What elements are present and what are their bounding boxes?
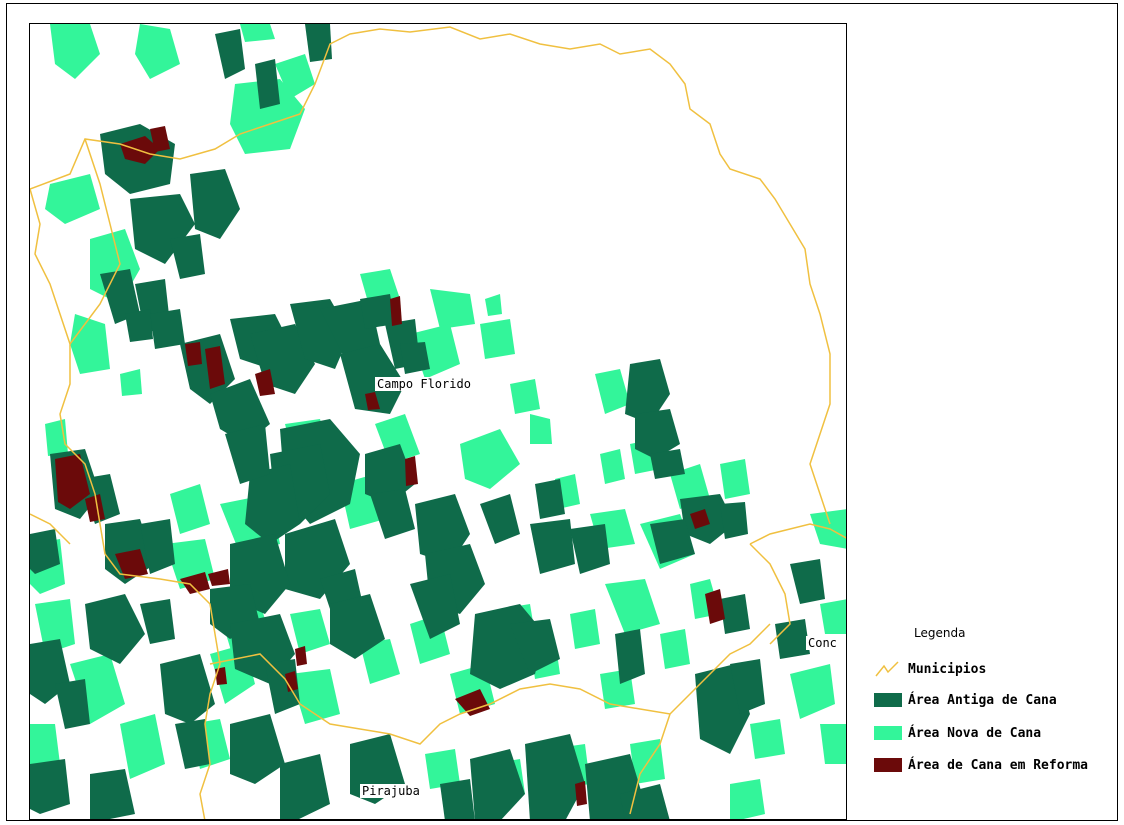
- legend-item-area-reforma: Área de Cana em Reforma: [874, 756, 1088, 774]
- legend-item-municipios: Municipios: [874, 660, 986, 678]
- old-cane-swatch: [874, 693, 902, 707]
- reform-cane-swatch: [874, 758, 902, 772]
- legend-item-area-nova: Área Nova de Cana: [874, 724, 1041, 742]
- map-canvas[interactable]: Campo Florido Pirajuba Conc: [29, 23, 847, 820]
- legend-item-area-antiga: Área Antiga de Cana: [874, 691, 1057, 709]
- place-label-campo-florido: Campo Florido: [375, 377, 473, 391]
- new-cane-swatch: [874, 726, 902, 740]
- legend-title: Legenda: [914, 626, 966, 640]
- map-svg: [30, 24, 846, 819]
- place-label-pirajuba: Pirajuba: [360, 784, 422, 798]
- legend-label: Área Nova de Cana: [908, 725, 1042, 741]
- legend-label: Área Antiga de Cana: [908, 692, 1057, 708]
- legend-label: Municipios: [908, 661, 987, 677]
- municipal-boundaries: [30, 26, 846, 819]
- boundary-line-icon: [875, 661, 899, 677]
- place-label-conc: Conc: [806, 636, 837, 650]
- figure-frame: [6, 3, 1118, 821]
- legend-label: Área de Cana em Reforma: [908, 757, 1089, 773]
